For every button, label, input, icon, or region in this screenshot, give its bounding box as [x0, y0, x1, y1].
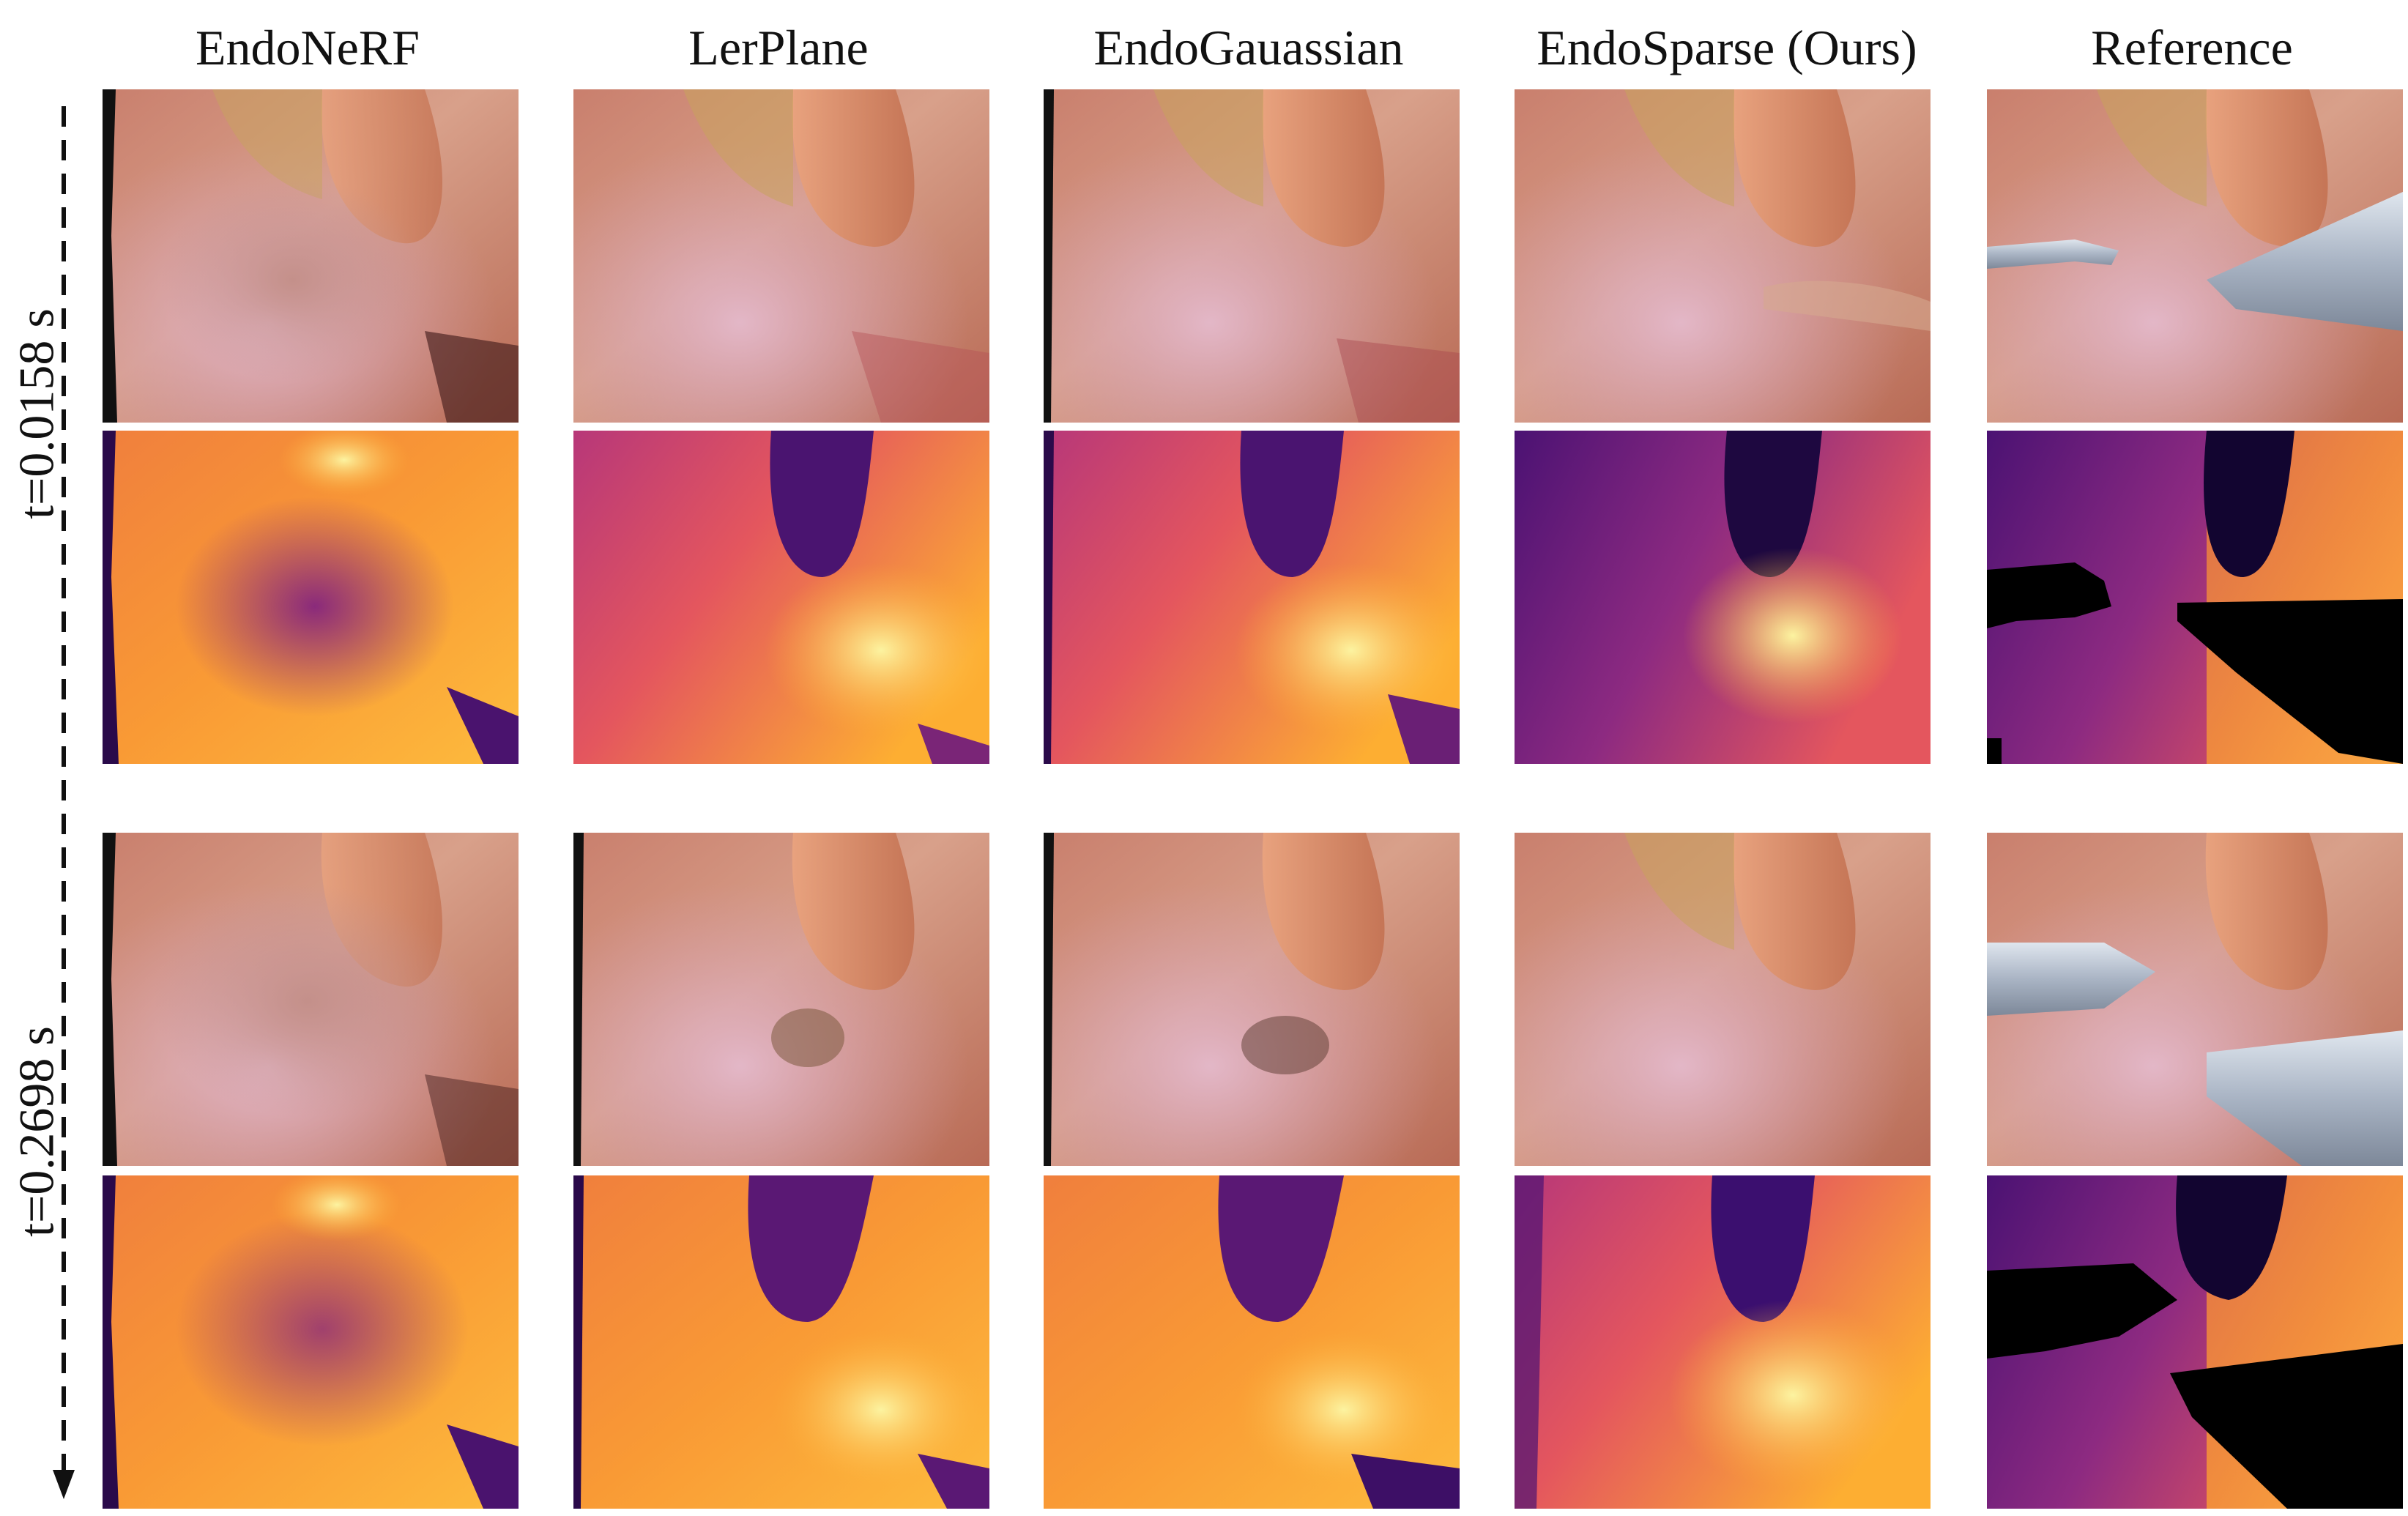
depth-lerplane-t2 [573, 1175, 989, 1509]
depth-endogaussian-t2 [1044, 1175, 1460, 1509]
depth-endosparse-t2 [1515, 1175, 1931, 1509]
column-title-endonerf: EndoNeRF [196, 20, 420, 75]
depth-endosparse-t1 [1515, 431, 1931, 764]
rgb-endosparse-t1 [1515, 89, 1931, 423]
depth-reference-t2 [1987, 1175, 2403, 1509]
rgb-reference-t2 [1987, 833, 2403, 1166]
column-title-endogaussian: EndoGauassian [1093, 20, 1404, 75]
rgb-reference-t1 [1987, 89, 2403, 423]
rgb-lerplane-t2 [573, 833, 989, 1166]
rgb-endogaussian-t2 [1044, 833, 1460, 1166]
time-label-first: t=0.0158 s [8, 308, 64, 519]
rgb-endogaussian-t1 [1044, 89, 1460, 423]
depth-endonerf-t1 [103, 431, 519, 764]
depth-reference-t1 [1987, 431, 2403, 764]
time-axis-arrow [53, 106, 75, 1501]
time-label-second: t=0.2698 s [8, 1026, 64, 1237]
rgb-endosparse-t2 [1515, 833, 1931, 1166]
rgb-endonerf-t1 [103, 89, 519, 423]
column-title-lerplane: LerPlane [688, 20, 869, 75]
depth-lerplane-t1 [573, 431, 989, 764]
depth-endogaussian-t1 [1044, 431, 1460, 764]
depth-endonerf-t2 [103, 1175, 519, 1509]
rgb-lerplane-t1 [573, 89, 989, 423]
column-title-reference: Reference [2091, 20, 2293, 75]
column-title-endosparse: EndoSparse (Ours) [1536, 20, 1917, 75]
rgb-endonerf-t2 [103, 833, 519, 1166]
